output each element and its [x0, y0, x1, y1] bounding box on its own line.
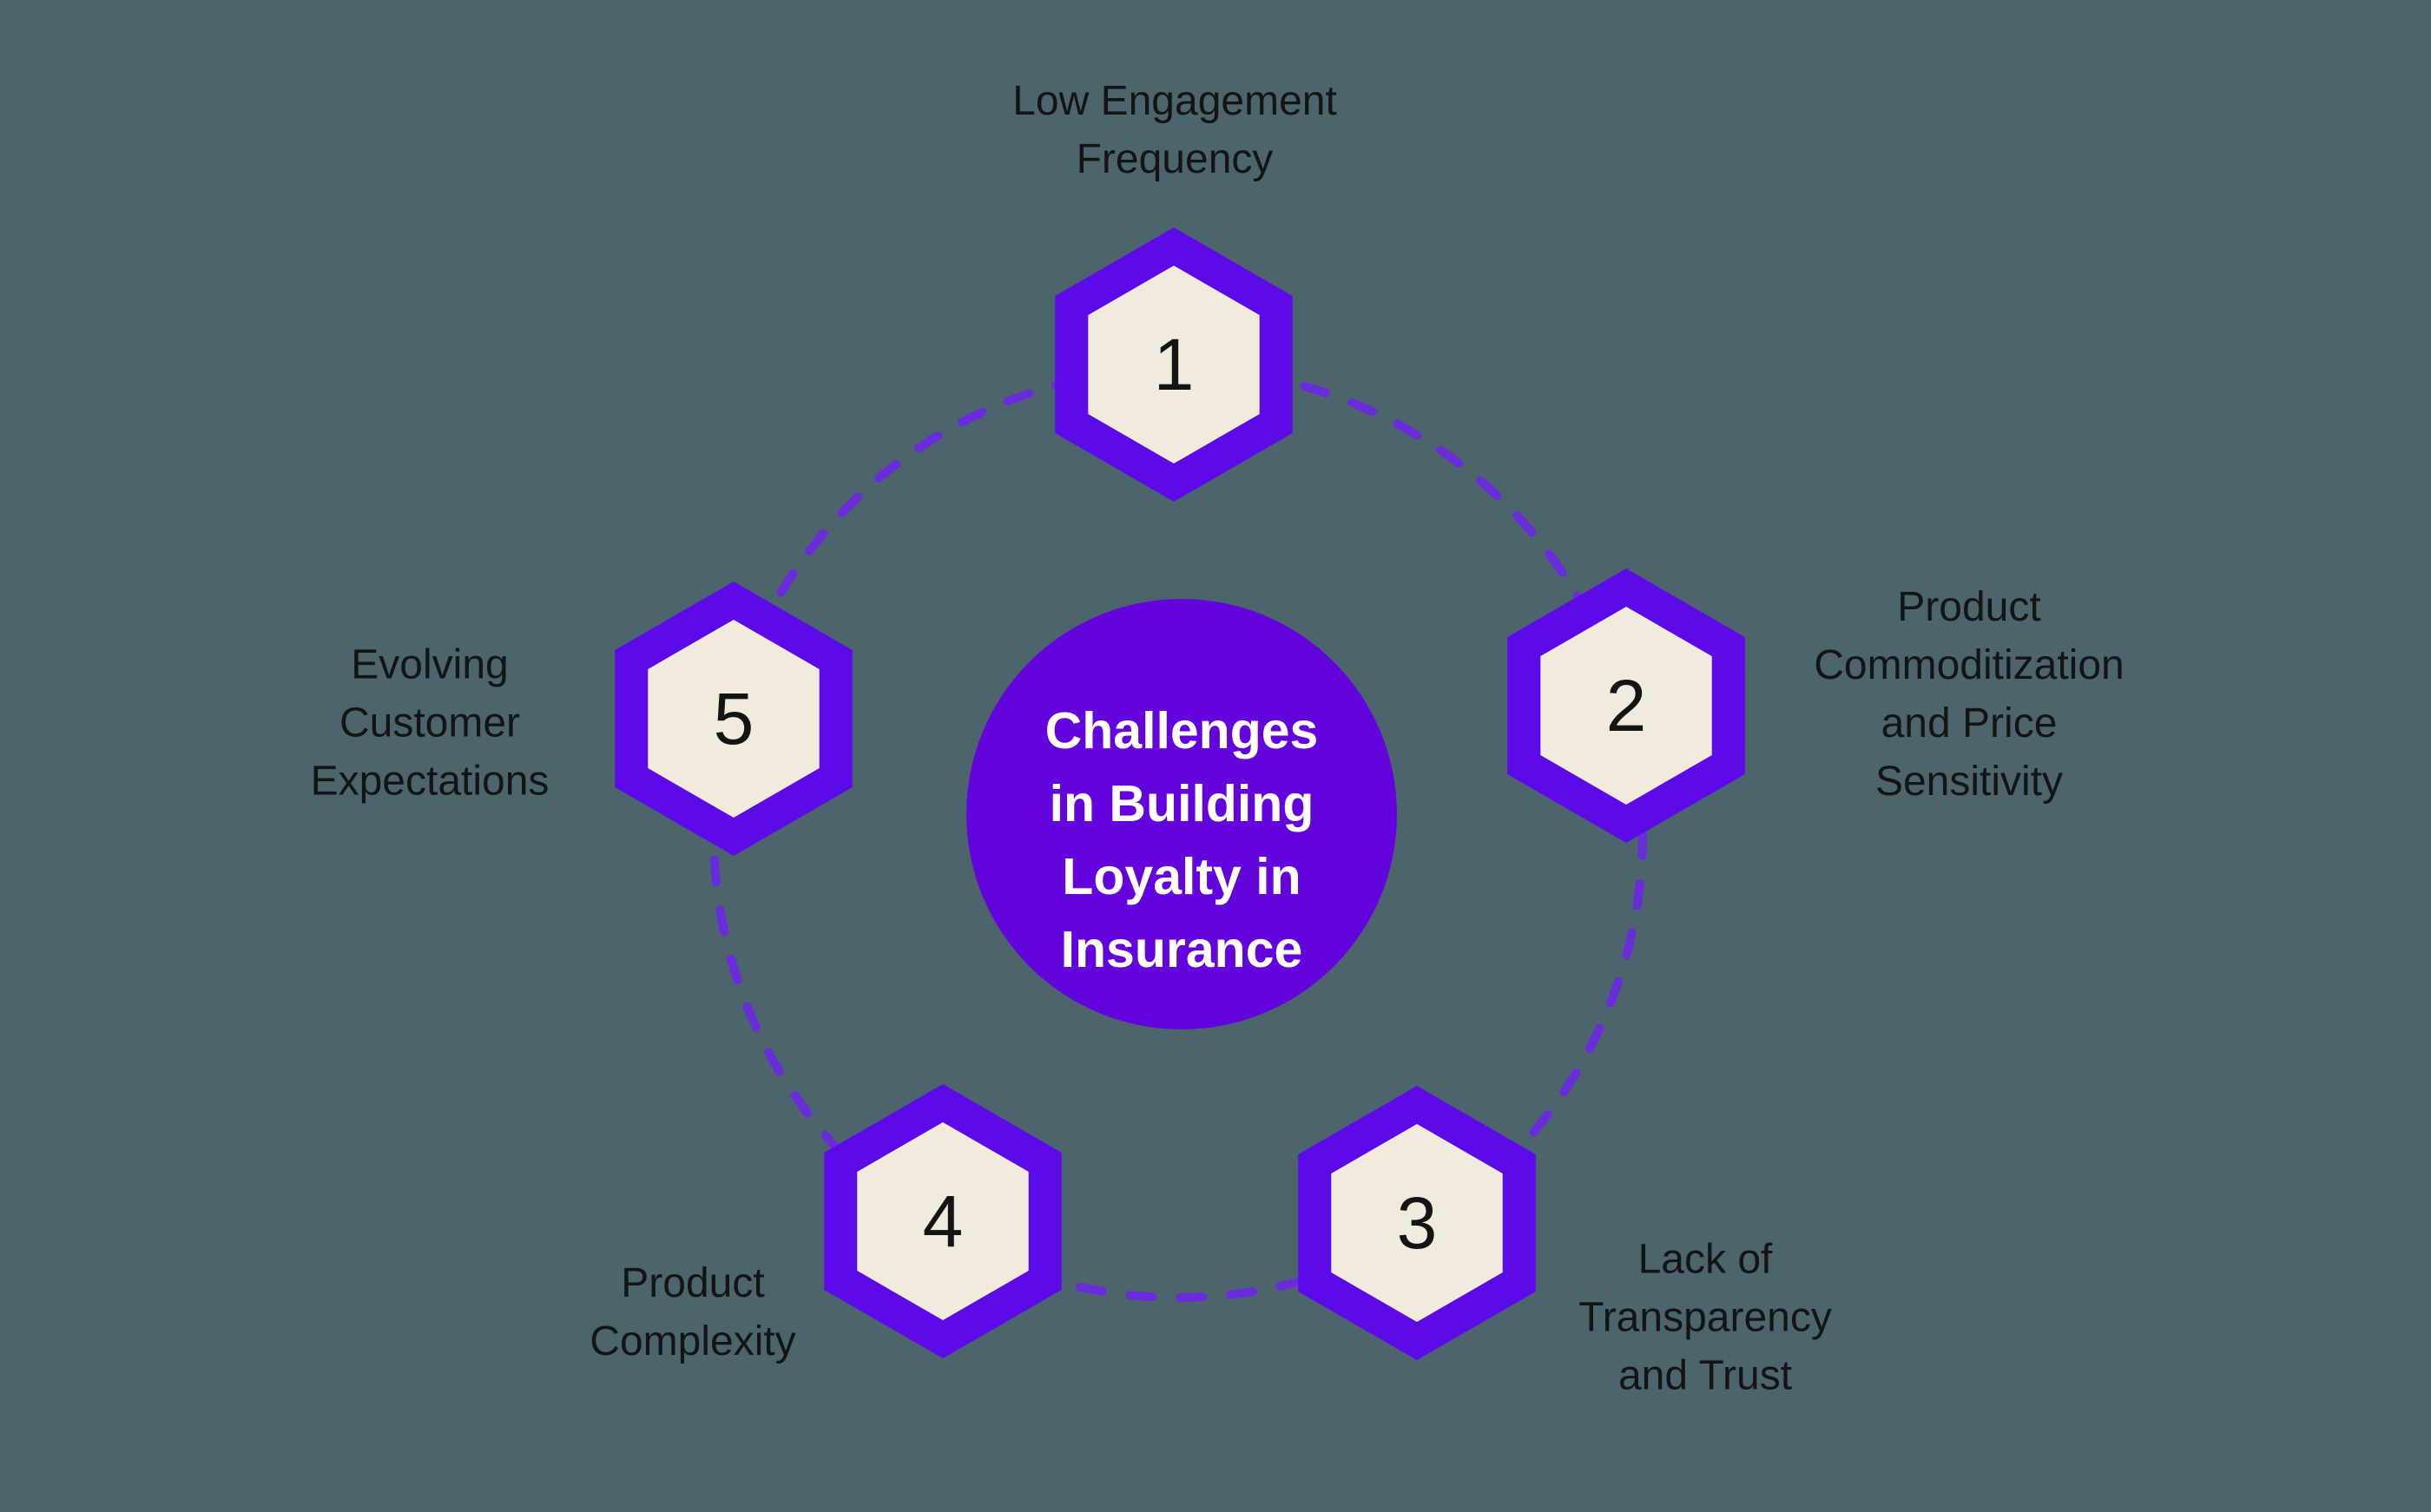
hexagon-4: [824, 1084, 1062, 1358]
hexagon-2-number: 2: [1605, 665, 1647, 746]
hexagon-2: [1507, 569, 1745, 843]
hexagon-4-fill: [857, 1122, 1029, 1320]
item-5-label: Evolving Customer Expectations: [310, 641, 550, 805]
item-3-label: Lack of Transparency and Trust: [1578, 1236, 1832, 1399]
hexagon-5-number: 5: [713, 678, 754, 759]
item-4-label: Product Complexity: [590, 1260, 796, 1364]
hexagon-2-fill: [1540, 607, 1712, 805]
hexagon-1-fill: [1088, 266, 1260, 463]
hexagon-5: [615, 582, 853, 856]
item-1-label: Low Engagement Frequency: [1012, 78, 1337, 182]
center-circle-shape: [966, 599, 1397, 1029]
hexagon-5-fill: [648, 620, 820, 818]
center-title: Challenges in Building Loyalty in Insura…: [1044, 702, 1319, 978]
item-2-label: Product Commoditization and Price Sensit…: [1814, 584, 2125, 805]
hexagon-3: [1298, 1086, 1536, 1360]
hexagon-4-number: 4: [922, 1180, 964, 1262]
hexagon-1: [1055, 227, 1293, 502]
hexagon-3-number: 3: [1396, 1182, 1438, 1264]
hexagon-1-number: 1: [1153, 324, 1195, 405]
hexagon-3-fill: [1331, 1124, 1503, 1322]
